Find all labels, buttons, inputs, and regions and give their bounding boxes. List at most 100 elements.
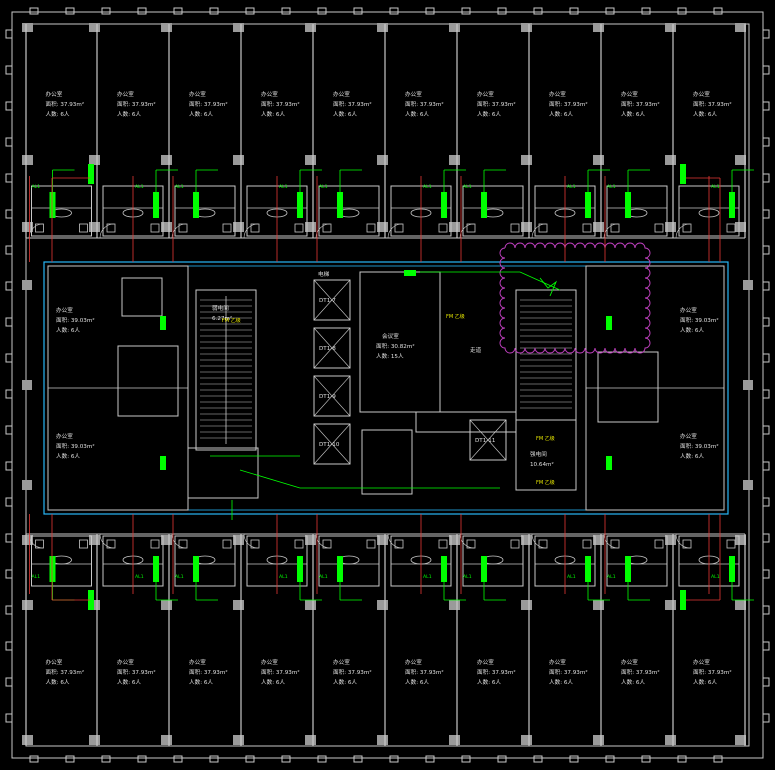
- structural-column: [521, 23, 532, 32]
- structural-column: [305, 222, 316, 232]
- office-name: 办公室: [477, 90, 494, 98]
- wall-notch: [461, 7, 471, 15]
- wall-notch: [762, 425, 770, 435]
- structural-column: [665, 535, 676, 545]
- office-people: 人数: 6人: [621, 110, 645, 118]
- office-name: 办公室: [477, 658, 494, 666]
- office-area: 面积: 39.03m²: [680, 316, 719, 324]
- door-swing: [603, 533, 619, 549]
- elevator-shaft: [313, 423, 351, 465]
- wall-notch: [762, 245, 770, 255]
- office-area: 面积: 37.93m²: [117, 668, 156, 676]
- side-washroom: [117, 345, 179, 417]
- panel-label: AL1: [423, 574, 432, 580]
- office-name: 办公室: [46, 90, 63, 98]
- door-swing: [315, 533, 331, 549]
- structural-column: [665, 23, 676, 32]
- office-name: 办公室: [46, 658, 63, 666]
- wall-notch: [245, 7, 255, 15]
- wall-notch: [353, 755, 363, 763]
- door-swing: [171, 533, 187, 549]
- wall-notch: [762, 677, 770, 687]
- structural-column: [161, 155, 172, 165]
- wall-notch: [762, 101, 770, 111]
- elevator-cross: [469, 419, 507, 461]
- electrical-panel: [680, 590, 686, 610]
- toilet-fixture: [726, 223, 736, 233]
- office-people: 人数: 6人: [621, 678, 645, 686]
- wall-notch: [762, 29, 770, 39]
- panel-label: AL1: [135, 574, 144, 580]
- building-core: [43, 242, 729, 515]
- structural-column: [665, 222, 676, 232]
- toilet-fixture: [150, 223, 160, 233]
- wall-notch: [713, 7, 723, 15]
- toilet-fixture: [582, 223, 592, 233]
- office-people: 人数: 6人: [56, 452, 80, 460]
- wall-notch: [137, 755, 147, 763]
- outer-wall: [11, 11, 764, 759]
- structural-column: [449, 735, 460, 745]
- panel-label: AL1: [423, 184, 432, 190]
- wall-notch: [5, 677, 13, 687]
- structural-column: [161, 535, 172, 545]
- inner-wall: [25, 23, 750, 747]
- toilet-fixture: [510, 539, 520, 549]
- office-name: 办公室: [405, 658, 422, 666]
- electrical-panel: [49, 192, 56, 218]
- wall-notch: [425, 755, 435, 763]
- structural-column: [521, 535, 532, 545]
- wall-notch: [425, 7, 435, 15]
- office-area: 面积: 39.03m²: [680, 442, 719, 450]
- office-area: 面积: 39.03m²: [56, 442, 95, 450]
- meeting-room-area: 面积: 30.82m²: [376, 342, 415, 350]
- structural-column: [22, 480, 32, 490]
- washroom: [606, 535, 668, 587]
- weak-room-name: 弱电间: [212, 304, 229, 312]
- office-area: 面积: 37.93m²: [621, 668, 660, 676]
- electrical-panel: [625, 556, 631, 582]
- office-name: 办公室: [117, 90, 134, 98]
- electrical-panel: [337, 192, 343, 218]
- panel-label: AL1: [567, 574, 576, 580]
- wall-notch: [762, 173, 770, 183]
- panel-label: AL1: [319, 574, 328, 580]
- structural-column: [22, 735, 33, 745]
- wall-notch: [65, 755, 75, 763]
- wall-notch: [569, 7, 579, 15]
- wall-notch: [5, 173, 13, 183]
- wall-notch: [5, 713, 13, 723]
- structural-column: [593, 735, 604, 745]
- elevator-label: DT1-9: [319, 394, 336, 400]
- electrical-panel: [153, 192, 159, 218]
- side-washroom: [597, 351, 659, 423]
- structural-column: [521, 155, 532, 165]
- wall-notch: [762, 137, 770, 147]
- electrical-wiring: [29, 164, 754, 610]
- door-swing: [243, 533, 259, 549]
- wall-notch: [5, 425, 13, 435]
- office-name: 办公室: [680, 306, 697, 314]
- toilet-fixture: [79, 539, 88, 549]
- structural-column: [305, 155, 316, 165]
- toilet-fixture: [582, 539, 592, 549]
- office-name: 办公室: [261, 90, 278, 98]
- office-area: 面积: 37.93m²: [549, 668, 588, 676]
- structural-column: [161, 600, 172, 610]
- washroom: [462, 535, 524, 587]
- office-rooms: [25, 24, 746, 746]
- wall-notch: [173, 755, 183, 763]
- office-name: 办公室: [56, 306, 73, 314]
- office-name: 办公室: [405, 90, 422, 98]
- wall-notch: [762, 353, 770, 363]
- wall-notch: [605, 7, 615, 15]
- wall-notch: [5, 533, 13, 543]
- structural-column: [449, 600, 460, 610]
- office-people: 人数: 6人: [117, 678, 141, 686]
- structural-column: [449, 155, 460, 165]
- wall-notch: [389, 7, 399, 15]
- office-area: 面积: 37.93m²: [333, 668, 372, 676]
- washroom: [606, 185, 668, 237]
- door-swing: [99, 223, 115, 239]
- door-swing: [315, 223, 331, 239]
